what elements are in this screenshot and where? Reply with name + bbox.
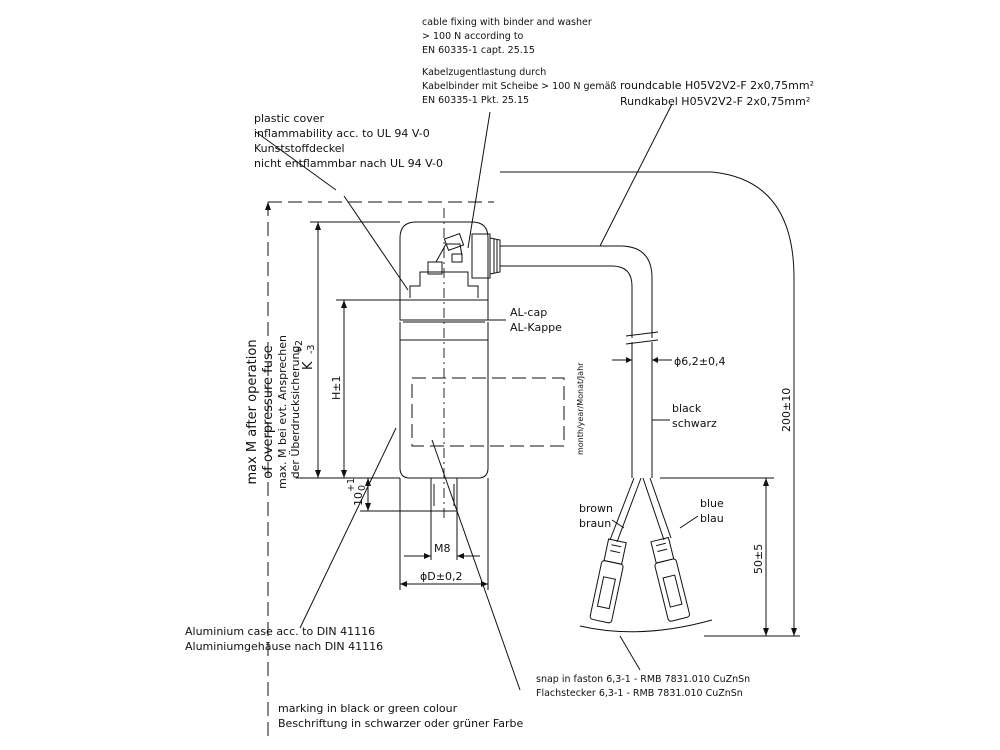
- leads: [579, 477, 713, 633]
- dim-k-tol-dn: -3: [306, 345, 317, 354]
- dim-cable-length: 200±10: [780, 388, 793, 432]
- leader-lines: [255, 103, 699, 691]
- cable-fixing-en1: cable fixing with binder and washer: [422, 17, 592, 28]
- dimension-lines: [265, 171, 800, 740]
- max-m-de2: der Überdrucksicherung: [289, 346, 302, 479]
- aluminium-case-note: Aluminium case acc. to DIN 41116 Alumini…: [185, 625, 383, 653]
- cable-fixing-en3: EN 60335-1 capt. 25.15: [422, 45, 535, 56]
- blue-en: blue: [700, 497, 724, 510]
- al-cap-de: AL-Kappe: [510, 321, 562, 334]
- round-cable-note: roundcable H05V2V2-F 2x0,75mm² Rundkabel…: [620, 79, 814, 108]
- snap-in-de: Flachstecker 6,3-1 - RMB 7831.010 CuZnSn: [536, 688, 743, 699]
- black-en: black: [672, 402, 702, 415]
- aluminium-case-en: Aluminium case acc. to DIN 41116: [185, 625, 375, 638]
- aluminium-case-de: Aluminiumgehäuse nach DIN 41116: [185, 640, 383, 653]
- marking-de: Beschriftung in schwarzer oder grüner Fa…: [278, 717, 523, 730]
- marking-note: marking in black or green colour Beschri…: [278, 702, 523, 730]
- dim-stud: 10: [352, 492, 365, 506]
- max-m-de1: max. M bei evt. Ansprechen: [276, 335, 289, 489]
- date-code: month/year/Monat/Jahr: [576, 362, 585, 455]
- plastic-cover-en1: plastic cover: [254, 112, 324, 125]
- round-cable-de: Rundkabel H05V2V2-F 2x0,75mm²: [620, 95, 810, 108]
- dimension-labels: K +2 -3 H±1 10 +1 0 M8 ϕD±0,2 200±10 50±…: [294, 340, 793, 583]
- round-cable: [500, 245, 672, 478]
- plastic-cover-de2: nicht entflammbar nach UL 94 V-0: [254, 157, 443, 170]
- marking-field: [411, 377, 565, 447]
- cable-fixing-note: cable fixing with binder and washer > 10…: [422, 17, 616, 106]
- dim-stud-tol-up: +1: [346, 478, 357, 492]
- snap-in-note: snap in faston 6,3-1 - RMB 7831.010 CuZn…: [536, 674, 750, 699]
- marking-en: marking in black or green colour: [278, 702, 458, 715]
- dim-stud-tol-dn: 0: [357, 485, 368, 491]
- black-de: schwarz: [672, 417, 717, 430]
- dim-k-tol-up: +2: [294, 340, 305, 354]
- max-m-note: max M after operation of overpressure fu…: [245, 335, 302, 489]
- plastic-cover-note: plastic cover inflammability acc. to UL …: [254, 112, 443, 170]
- al-cap-en: AL-cap: [510, 306, 547, 319]
- dim-lead-length: 50±5: [752, 544, 765, 574]
- blue-de: blau: [700, 512, 724, 525]
- max-m-en2: of overpressure fuse: [261, 345, 276, 479]
- plastic-cover-en2: inflammability acc. to UL 94 V-0: [254, 127, 430, 140]
- dim-d: ϕD±0,2: [420, 570, 462, 583]
- cable-fixing-de2: Kabelbinder mit Scheibe > 100 N gemäß: [422, 81, 616, 92]
- max-m-en1: max M after operation: [245, 339, 260, 484]
- plastic-cover-de1: Kunststoffdeckel: [254, 142, 345, 155]
- brown-de: braun: [579, 517, 611, 530]
- cable-fixing-en2: > 100 N according to: [422, 31, 524, 42]
- dim-m8: M8: [434, 542, 451, 555]
- cable-fixing-de3: EN 60335-1 Pkt. 25.15: [422, 95, 529, 106]
- cable-diameter: ϕ6,2±0,4: [674, 355, 725, 368]
- dim-h: H±1: [330, 376, 343, 401]
- cable-fixing-de1: Kabelzugentlastung durch: [422, 67, 546, 78]
- round-cable-en: roundcable H05V2V2-F 2x0,75mm²: [620, 79, 814, 92]
- brown-en: brown: [579, 502, 613, 515]
- capacitor-body: [399, 208, 565, 520]
- dim-k: K: [301, 361, 316, 370]
- snap-in-en: snap in faston 6,3-1 - RMB 7831.010 CuZn…: [536, 674, 750, 685]
